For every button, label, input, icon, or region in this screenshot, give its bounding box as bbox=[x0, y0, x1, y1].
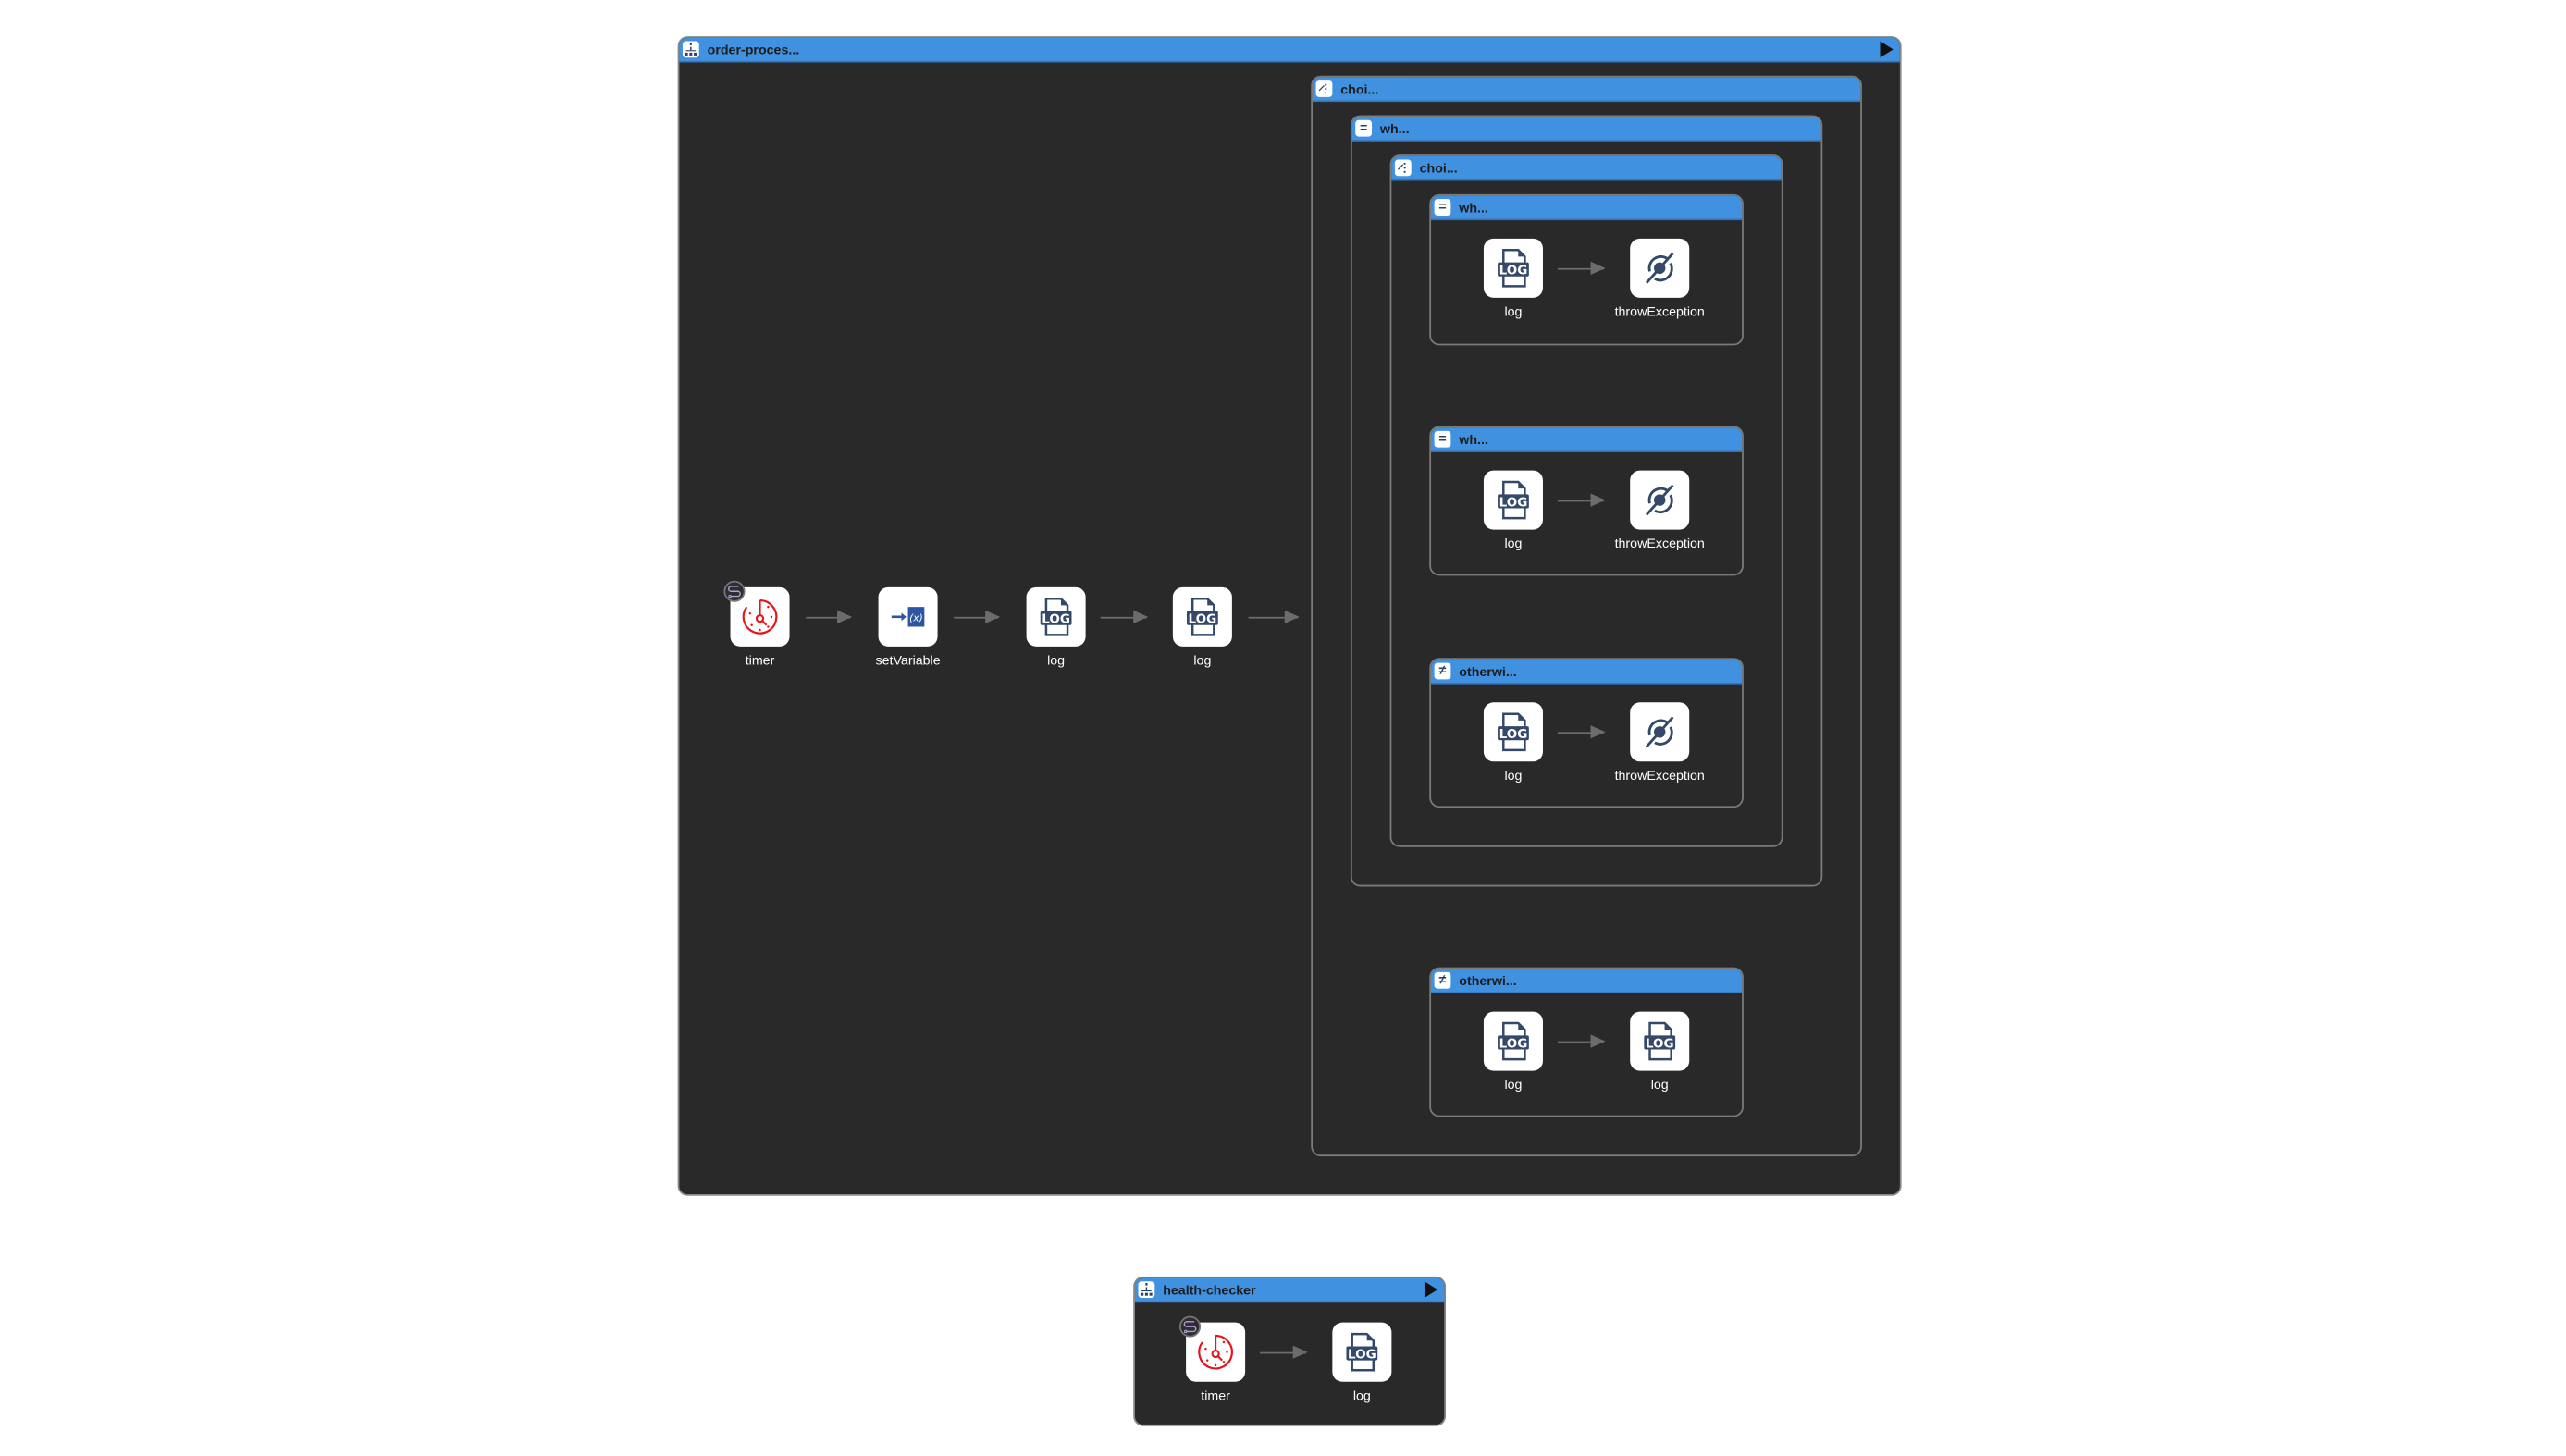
step-node-setvar[interactable]: (x) bbox=[878, 586, 938, 647]
step-node-log[interactable]: LOG bbox=[1483, 1011, 1543, 1071]
otherwise-branch-nested[interactable]: ≠ otherwi... bbox=[1429, 658, 1744, 808]
nested-choice-container-header[interactable]: choi... bbox=[1391, 155, 1782, 181]
flow-arrow bbox=[1557, 261, 1606, 275]
step-node-throw[interactable] bbox=[1630, 470, 1690, 530]
throw-exception-icon bbox=[1638, 478, 1681, 521]
flow-arrow bbox=[954, 610, 1001, 623]
log-icon: LOG bbox=[1490, 1018, 1536, 1065]
otherwise-branch-nested-title: otherwi... bbox=[1459, 663, 1517, 679]
route-order-process-title: order-proces... bbox=[707, 42, 800, 57]
svg-text:LOG: LOG bbox=[1189, 612, 1217, 627]
step-label: setVariable bbox=[875, 652, 941, 668]
log-icon: LOG bbox=[1490, 709, 1536, 755]
when-equals-icon: = bbox=[1434, 430, 1451, 448]
flow-arrow bbox=[1557, 1034, 1606, 1048]
step-node-log[interactable]: LOG bbox=[1630, 1011, 1690, 1071]
when-container-header[interactable]: = wh... bbox=[1351, 117, 1821, 142]
step-label: log bbox=[1047, 652, 1066, 668]
when-equals-icon: = bbox=[1434, 199, 1451, 216]
step-label: throwException bbox=[1614, 536, 1705, 551]
log-icon: LOG bbox=[1490, 245, 1536, 291]
flow-arrow bbox=[806, 610, 853, 623]
loop-badge-icon bbox=[723, 580, 746, 602]
play-icon[interactable] bbox=[1880, 41, 1894, 58]
timer-icon bbox=[1194, 1331, 1237, 1374]
step-label: log bbox=[1504, 303, 1523, 319]
when-branch-2-title: wh... bbox=[1459, 431, 1488, 447]
step-label: log bbox=[1352, 1388, 1371, 1403]
otherwise-not-equals-icon: ≠ bbox=[1434, 971, 1451, 989]
step-node-log[interactable]: LOG bbox=[1332, 1322, 1392, 1382]
route-icon bbox=[1138, 1281, 1155, 1299]
log-icon: LOG bbox=[1179, 594, 1226, 640]
otherwise-branch[interactable]: ≠ otherwi... bbox=[1429, 967, 1744, 1117]
step-node-log[interactable]: LOG bbox=[1483, 702, 1543, 762]
step-node-timer[interactable] bbox=[1186, 1322, 1246, 1382]
svg-text:LOG: LOG bbox=[1499, 1036, 1528, 1051]
svg-text:LOG: LOG bbox=[1499, 495, 1528, 510]
svg-text:LOG: LOG bbox=[1348, 1347, 1376, 1362]
choice-container-title: choi... bbox=[1340, 81, 1379, 97]
step-node-throw[interactable] bbox=[1630, 702, 1690, 762]
step-node-log[interactable]: LOG bbox=[1172, 586, 1232, 647]
loop-badge-icon bbox=[1178, 1315, 1202, 1338]
step-label: log bbox=[1504, 768, 1523, 784]
choice-container[interactable]: choi... bbox=[1311, 75, 1862, 1157]
step-label: throwException bbox=[1614, 303, 1705, 319]
step-label: log bbox=[1193, 652, 1212, 668]
choice-icon bbox=[1394, 159, 1412, 177]
when-branch-2-header[interactable]: = wh... bbox=[1431, 427, 1743, 453]
nested-choice-container-title: choi... bbox=[1419, 160, 1458, 176]
when-container-title: wh... bbox=[1379, 120, 1410, 136]
step-label: log bbox=[1504, 536, 1523, 551]
log-icon: LOG bbox=[1339, 1329, 1385, 1376]
step-label: timer bbox=[745, 652, 775, 668]
when-branch-2[interactable]: = wh... bbox=[1429, 426, 1744, 576]
otherwise-branch-nested-header[interactable]: ≠ otherwi... bbox=[1431, 660, 1743, 685]
nested-choice-container[interactable]: choi... bbox=[1389, 154, 1783, 847]
play-icon[interactable] bbox=[1424, 1281, 1438, 1299]
otherwise-branch-header[interactable]: ≠ otherwi... bbox=[1431, 969, 1743, 994]
throw-exception-icon bbox=[1638, 247, 1681, 290]
when-container[interactable]: = wh... bbox=[1350, 115, 1823, 887]
log-icon: LOG bbox=[1636, 1018, 1683, 1065]
flow-arrow bbox=[1557, 493, 1606, 507]
step-node-throw[interactable] bbox=[1630, 238, 1690, 298]
flow-arrow bbox=[1557, 725, 1606, 739]
flow-arrow bbox=[1248, 610, 1300, 623]
step-node-log[interactable]: LOG bbox=[1026, 586, 1086, 647]
route-icon bbox=[682, 41, 699, 58]
choice-container-header[interactable]: choi... bbox=[1313, 77, 1861, 103]
otherwise-not-equals-icon: ≠ bbox=[1434, 662, 1451, 680]
when-equals-icon: = bbox=[1355, 119, 1373, 137]
timer-icon bbox=[738, 596, 781, 638]
step-label: throwException bbox=[1614, 768, 1705, 784]
step-label: log bbox=[1504, 1077, 1523, 1092]
when-branch-1-header[interactable]: = wh... bbox=[1431, 195, 1743, 221]
flow-arrow bbox=[1100, 610, 1149, 623]
otherwise-branch-title: otherwi... bbox=[1459, 972, 1517, 988]
svg-text:(x): (x) bbox=[909, 611, 923, 623]
set-variable-icon: (x) bbox=[886, 596, 929, 638]
log-icon: LOG bbox=[1033, 594, 1079, 640]
flow-arrow bbox=[1260, 1345, 1308, 1359]
step-node-log[interactable]: LOG bbox=[1483, 470, 1543, 530]
step-node-log[interactable]: LOG bbox=[1483, 238, 1543, 298]
step-label: log bbox=[1650, 1077, 1669, 1092]
svg-text:LOG: LOG bbox=[1499, 264, 1528, 278]
svg-text:LOG: LOG bbox=[1646, 1036, 1674, 1051]
step-label: timer bbox=[1201, 1388, 1230, 1403]
throw-exception-icon bbox=[1638, 710, 1681, 753]
route-health-checker-header[interactable]: health-checker bbox=[1134, 1277, 1445, 1303]
when-branch-1[interactable]: = wh... bbox=[1429, 193, 1744, 346]
choice-icon bbox=[1315, 80, 1333, 97]
svg-text:LOG: LOG bbox=[1499, 727, 1528, 742]
log-icon: LOG bbox=[1490, 477, 1536, 524]
svg-text:LOG: LOG bbox=[1042, 612, 1070, 627]
route-order-process-header[interactable]: order-proces... bbox=[679, 37, 1900, 63]
when-branch-1-title: wh... bbox=[1459, 200, 1488, 216]
route-health-checker-title: health-checker bbox=[1163, 1282, 1256, 1298]
route-health-checker[interactable]: health-checker bbox=[1133, 1276, 1447, 1426]
